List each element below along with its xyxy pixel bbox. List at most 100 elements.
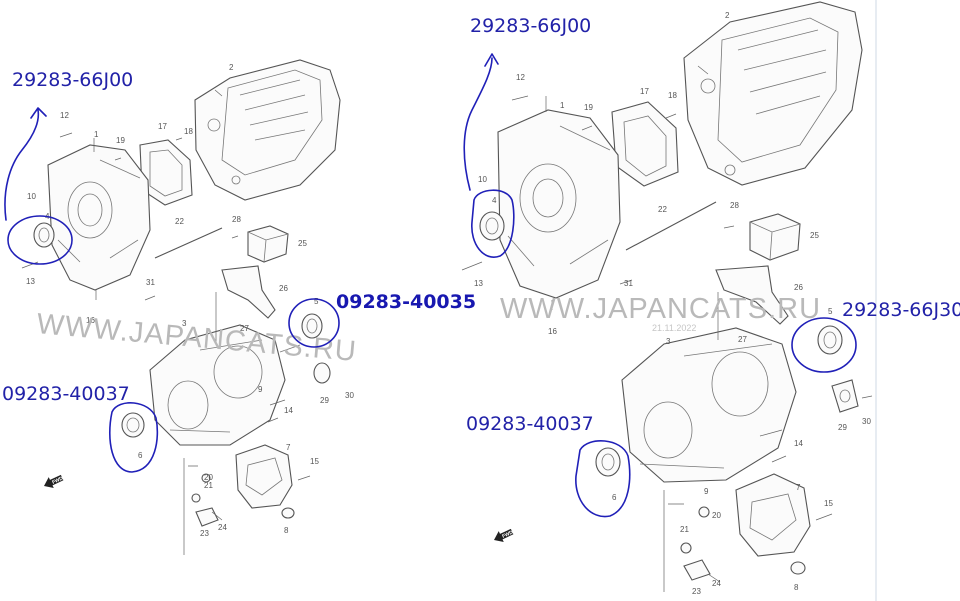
front-case-1 bbox=[47, 144, 151, 291]
callout-29283-66J30: 29283-66J30 bbox=[842, 299, 960, 321]
ref-26: 26 bbox=[279, 284, 288, 293]
ref-9: 9 bbox=[258, 385, 263, 394]
ref-28: 28 bbox=[730, 201, 739, 210]
svg-text:FWD: FWD bbox=[51, 475, 64, 485]
callout-09283-40035: 09283-40035 bbox=[336, 291, 476, 313]
ref-10: 10 bbox=[478, 175, 487, 184]
ref-17: 17 bbox=[640, 87, 649, 96]
seal-4 bbox=[479, 211, 505, 241]
ref-29: 29 bbox=[320, 396, 329, 405]
ref-18: 18 bbox=[668, 91, 677, 100]
seal-5 bbox=[817, 325, 843, 355]
bell-housing-2 bbox=[194, 59, 341, 201]
callout-09283-40037: 09283-40037 bbox=[466, 413, 594, 435]
ref-5: 5 bbox=[828, 307, 833, 316]
ref-27: 27 bbox=[240, 324, 249, 333]
ref-16: 16 bbox=[86, 316, 95, 325]
ref-22: 22 bbox=[658, 205, 667, 214]
seal-6 bbox=[595, 447, 621, 477]
ref-31: 31 bbox=[146, 278, 155, 287]
right-panel: 1 2 3 4 5 6 7 8 9 10 12 13 14 15 16 17 1… bbox=[461, 1, 960, 596]
seal-6 bbox=[121, 412, 145, 438]
ref-23: 23 bbox=[200, 529, 209, 538]
gasket-17 bbox=[611, 101, 679, 187]
ref-5: 5 bbox=[314, 297, 319, 306]
callout-09283-40037: 09283-40037 bbox=[2, 383, 130, 405]
forward-arrow-icon: FWD bbox=[44, 474, 65, 489]
washer-20 bbox=[201, 473, 211, 483]
bell-housing-2 bbox=[683, 1, 863, 186]
module-25 bbox=[247, 225, 289, 263]
callout-arrow bbox=[463, 53, 499, 191]
ref-20: 20 bbox=[712, 511, 721, 520]
ref-30: 30 bbox=[862, 417, 871, 426]
ref-19: 19 bbox=[116, 136, 125, 145]
ref-6: 6 bbox=[138, 451, 143, 460]
ref-27: 27 bbox=[738, 335, 747, 344]
watermark-date: 21.11.2022 bbox=[652, 323, 696, 333]
ref-22: 22 bbox=[175, 217, 184, 226]
ref-6: 6 bbox=[612, 493, 617, 502]
ref-24: 24 bbox=[218, 523, 227, 532]
ref-7: 7 bbox=[286, 443, 291, 452]
ref-24: 24 bbox=[712, 579, 721, 588]
seal-4 bbox=[33, 222, 55, 248]
ref-15: 15 bbox=[824, 499, 833, 508]
ref-31: 31 bbox=[624, 279, 633, 288]
ring-21 bbox=[191, 493, 201, 503]
pump-7 bbox=[735, 473, 811, 557]
ref-2: 2 bbox=[229, 63, 234, 72]
rear-case-3 bbox=[149, 324, 286, 446]
callout-29283-66J00: 29283-66J00 bbox=[470, 15, 591, 37]
ref-13: 13 bbox=[474, 279, 483, 288]
ref-14: 14 bbox=[794, 439, 803, 448]
module-25 bbox=[749, 213, 801, 261]
ref-8: 8 bbox=[794, 583, 799, 592]
ref-18: 18 bbox=[184, 127, 193, 136]
ref-21: 21 bbox=[204, 481, 213, 490]
ref-25: 25 bbox=[810, 231, 819, 240]
forward-arrow-icon: FWD bbox=[494, 528, 515, 543]
bracket-26 bbox=[715, 265, 789, 325]
ref-30: 30 bbox=[345, 391, 354, 400]
ref-12: 12 bbox=[516, 73, 525, 82]
ref-12: 12 bbox=[60, 111, 69, 120]
ref-3: 3 bbox=[666, 337, 671, 346]
ref-8: 8 bbox=[284, 526, 289, 535]
front-case-1 bbox=[497, 109, 621, 299]
ref-2: 2 bbox=[725, 11, 730, 20]
ref-28: 28 bbox=[232, 215, 241, 224]
bushing-8 bbox=[790, 561, 806, 575]
plate-23 bbox=[195, 507, 219, 527]
callout-29283-66J00: 29283-66J00 bbox=[12, 69, 133, 91]
bracket-29 bbox=[831, 379, 859, 413]
shaft-22 bbox=[154, 227, 223, 259]
left-panel: 1 2 3 4 5 6 7 8 9 10 12 13 14 15 16 17 1… bbox=[2, 59, 476, 555]
bracket-26 bbox=[221, 265, 276, 319]
ref-25: 25 bbox=[298, 239, 307, 248]
ref-19: 19 bbox=[584, 103, 593, 112]
ref-29: 29 bbox=[838, 423, 847, 432]
ref-10: 10 bbox=[27, 192, 36, 201]
pump-7 bbox=[235, 444, 293, 509]
ref-1: 1 bbox=[94, 130, 99, 139]
seal-5-circle bbox=[288, 298, 340, 348]
seal-4-circle bbox=[471, 189, 515, 258]
ref-26: 26 bbox=[794, 283, 803, 292]
svg-text:FWD: FWD bbox=[501, 529, 514, 539]
ref-17: 17 bbox=[158, 122, 167, 131]
ref-15: 15 bbox=[310, 457, 319, 466]
ref-9: 9 bbox=[704, 487, 709, 496]
ref-7: 7 bbox=[796, 483, 801, 492]
seal-6-circle bbox=[109, 402, 159, 473]
bushing-8 bbox=[281, 507, 295, 519]
seal-5-circle bbox=[791, 317, 857, 373]
rear-case-3 bbox=[621, 327, 797, 483]
shaft-22 bbox=[625, 201, 717, 251]
ref-20: 20 bbox=[204, 473, 213, 482]
washer-20 bbox=[698, 506, 710, 518]
seal-29 bbox=[313, 362, 331, 384]
watermark: WWW.JAPANCATS.RU bbox=[500, 293, 821, 325]
ref-4: 4 bbox=[492, 196, 497, 205]
